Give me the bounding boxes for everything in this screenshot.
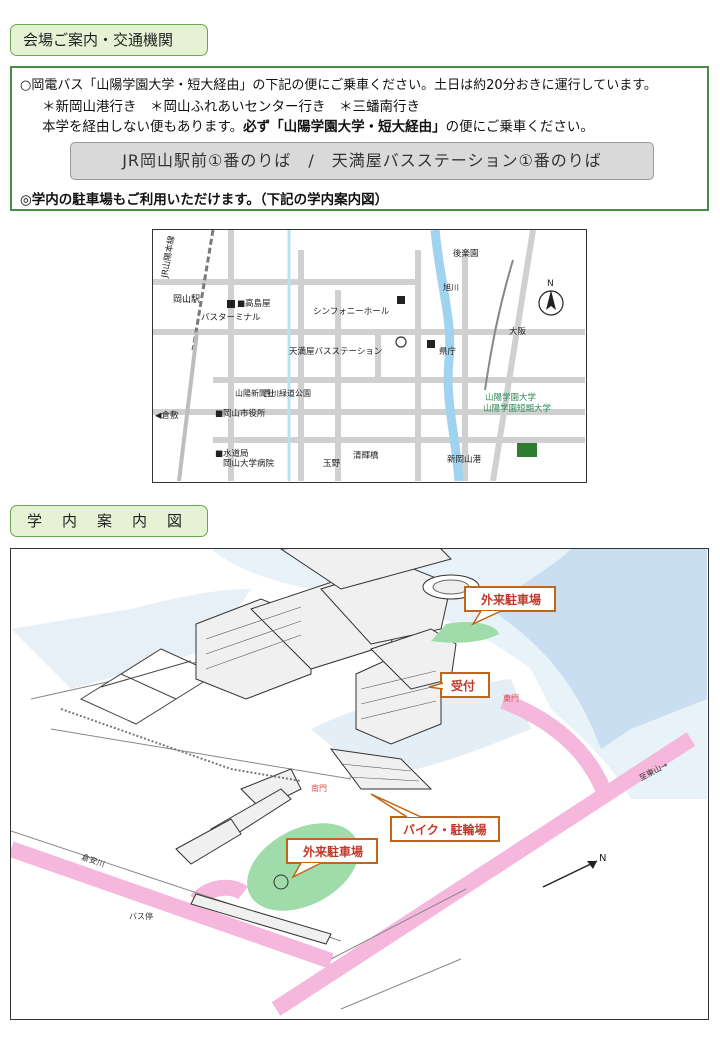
jr-line-label: JR山陽本線 bbox=[159, 234, 177, 279]
reception-label: 受付 bbox=[451, 678, 475, 693]
east-gate-label: 東門 bbox=[503, 693, 519, 703]
campus-section-title: 学内案内図 bbox=[10, 505, 208, 537]
visitor-parking-bottom-label: 外来駐車場 bbox=[303, 844, 363, 859]
north-arrow-icon: N bbox=[542, 853, 606, 888]
bus-info-line: ○岡電バス「山陽学園大学・短大経由」の下記の便にご乗車ください。土日は約20分お… bbox=[20, 78, 657, 93]
bus-caution-line: 本学を経由しない便もあります。必ず「山陽学園大学・短大経由」の便にご乗車ください… bbox=[42, 115, 594, 135]
to-osaka-label: 大阪 bbox=[509, 326, 527, 337]
seiki-bridge-label: 清輝橋 bbox=[353, 450, 379, 461]
to-tamano-label: 玉野 bbox=[323, 459, 341, 469]
city-hall-label: ■岡山市役所 bbox=[215, 408, 266, 419]
bus-stops-bar: JR岡山駅前①番のりば / 天満屋バスステーション①番のりば bbox=[70, 142, 654, 180]
asahi-river-label: 旭川 bbox=[443, 282, 459, 292]
visitor-parking-bottom-callout: 外来駐車場 bbox=[286, 838, 378, 879]
sanyo-shimbun-label: 山陽新聞社 bbox=[235, 388, 275, 398]
north-arrow-icon: N bbox=[538, 279, 564, 316]
bike-parking-callout: バイク・駐輪場 bbox=[370, 793, 500, 842]
bus-stop-label: バス停 bbox=[129, 911, 153, 921]
univ-hospital-label: 岡山大学病院 bbox=[223, 458, 275, 469]
parking-note: ◎学内の駐車場もご利用いただけます。（下記の学内案内図） bbox=[20, 192, 389, 208]
visitor-parking-top-callout: 外来駐車場 bbox=[464, 586, 556, 626]
kencho-label: 県庁 bbox=[439, 346, 457, 357]
campus-map: 外来駐車場 受付 バイク・駐輪場 外来駐車場 南門 東門 倉安川 バ bbox=[10, 548, 709, 1020]
reception-callout: 受付 bbox=[428, 672, 490, 698]
access-map: JR山陽本線 ■高島屋 バスターミナル シンフォニーホール 天満屋バスステーショ… bbox=[152, 229, 587, 483]
bus-info-box: ○岡電バス「山陽学園大学・短大経由」の下記の便にご乗車ください。土日は約20分お… bbox=[10, 66, 709, 211]
waterworks-label: ■水道局 bbox=[215, 448, 249, 459]
caution-text-end: の便にご乗車ください。 bbox=[445, 119, 594, 135]
to-kurashiki-label: ◀倉敷 bbox=[155, 410, 179, 421]
nishigawa-park-label: 西川緑道公園 bbox=[263, 388, 311, 398]
access-section-title: 会場ご案内・交通機関 bbox=[10, 24, 208, 56]
tenmaya-bs-label: 天満屋バスステーション bbox=[289, 347, 382, 357]
south-gate-label: 南門 bbox=[311, 783, 327, 793]
to-shinokayamako-label: 新岡山港 bbox=[447, 454, 482, 465]
okayama-station-label: 岡山駅 bbox=[173, 294, 200, 305]
takashimaya-label: ■高島屋 bbox=[237, 298, 271, 309]
korakuen-label: 後楽園 bbox=[453, 248, 479, 259]
visitor-parking-top-label: 外来駐車場 bbox=[481, 592, 541, 607]
university-label: 山陽学園大学 bbox=[485, 392, 537, 403]
bus-routes-line: ＊新岡山港行き ＊岡山ふれあいセンター行き ＊三蟠南行き bbox=[42, 99, 420, 115]
junior-college-label: 山陽学園短期大学 bbox=[483, 403, 552, 414]
symphony-hall-label: シンフォニーホール bbox=[313, 307, 390, 317]
caution-text: 本学を経由しない便もあります。 bbox=[42, 119, 244, 135]
caution-bold-text: 必ず「山陽学園大学・短大経由」 bbox=[243, 119, 446, 135]
north-label: N bbox=[547, 279, 554, 289]
bike-parking-label: バイク・駐輪場 bbox=[403, 822, 487, 837]
campus-north-label: N bbox=[599, 853, 606, 864]
bus-terminal-label: バスターミナル bbox=[201, 313, 261, 323]
